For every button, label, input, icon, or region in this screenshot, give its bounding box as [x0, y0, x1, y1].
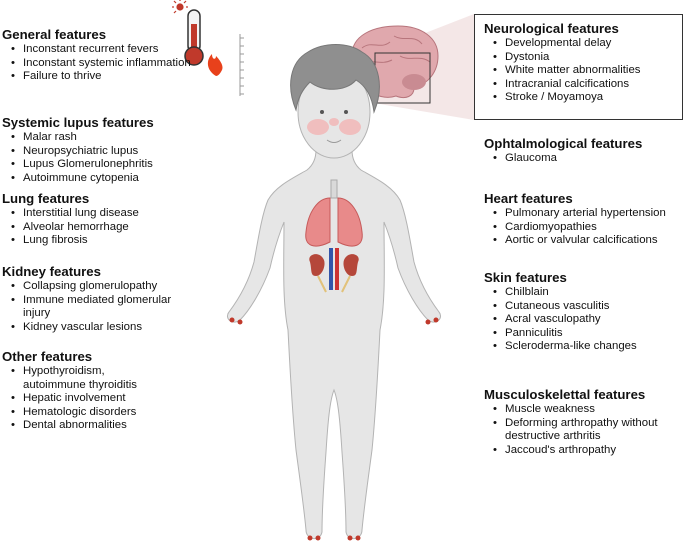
list-item: Deforming arthropathy without destructiv… [493, 417, 680, 444]
lung-features: Lung features Interstitial lung disease … [2, 191, 139, 248]
list-item: Lupus Glomerulonephritis [11, 158, 154, 172]
list-item: Lung fibrosis [11, 234, 139, 248]
section-title: Lung features [2, 191, 90, 206]
lungs-icon [305, 179, 363, 247]
list-item: White matter abnormalities [493, 64, 640, 78]
list-item: Hematologic disorders [11, 406, 153, 420]
section-title: Ophtalmological features [484, 136, 643, 151]
list-item: Interstitial lung disease [11, 207, 139, 221]
list-item: Muscle weakness [493, 403, 680, 417]
chilblain-marks [229, 317, 439, 541]
sle-features: Systemic lupus features Malar rash Neuro… [2, 115, 154, 185]
list-item: Inconstant recurrent fevers [11, 43, 191, 57]
list-item: Alveolar hemorrhage [11, 221, 139, 235]
list-item: Jaccoud's arthropathy [493, 444, 680, 458]
skin-features: Skin features Chilblain Cutaneous vascul… [484, 270, 637, 354]
list-item: Developmental delay [493, 37, 640, 51]
list-item: Scleroderma-like changes [493, 340, 637, 354]
list-item: Dental abnormalities [11, 419, 153, 433]
malar-rash [307, 118, 361, 135]
list-item: Stroke / Moyamoya [493, 91, 640, 105]
section-title: Other features [2, 349, 93, 364]
list-item: Cardiomyopathies [493, 221, 666, 235]
child-body [226, 65, 442, 539]
list-item: Hypothyroidism, autoimmune thyroiditis [11, 365, 153, 392]
section-title: General features [2, 27, 107, 42]
hair [290, 44, 380, 114]
heart-features: Heart features Pulmonary arterial hypert… [484, 191, 666, 248]
section-title: Systemic lupus features [2, 115, 154, 130]
other-features: Other features Hypothyroidism, autoimmun… [2, 349, 153, 433]
flame-icon [207, 54, 223, 76]
list-item: Dystonia [493, 51, 640, 65]
list-item: Aortic or valvular calcifications [493, 234, 666, 248]
list-item: Acral vasculopathy [493, 313, 637, 327]
list-item: Cutaneous vasculitis [493, 300, 637, 314]
sun-icon [172, 0, 188, 14]
section-title: Musculoskelettal features [484, 387, 646, 402]
list-item: Intracranial calcifications [493, 78, 640, 92]
list-item: Panniculitis [493, 327, 637, 341]
list-item: Inconstant systemic inflammation [11, 57, 191, 71]
section-title: Skin features [484, 270, 567, 285]
ophtalmological-features: Ophtalmological features Glaucoma [484, 136, 642, 166]
ruler-icon [239, 34, 244, 96]
list-item: Failure to thrive [11, 70, 191, 84]
list-item: Hepatic involvement [11, 392, 153, 406]
section-title: Neurological features [484, 21, 619, 36]
kidneys-icon [309, 248, 359, 293]
musculoskeletal-features: Musculoskelettal features Muscle weaknes… [484, 387, 680, 457]
list-item: Glaucoma [493, 152, 642, 166]
list-item: Neuropsychiatric lupus [11, 145, 154, 159]
list-item: Immune mediated glomerular injury [11, 294, 193, 321]
list-item: Collapsing glomerulopathy [11, 280, 193, 294]
neurological-features: Neurological features Developmental dela… [484, 21, 640, 105]
kidney-features: Kidney features Collapsing glomerulopath… [2, 264, 193, 334]
list-item: Pulmonary arterial hypertension [493, 207, 666, 221]
general-features: General features Inconstant recurrent fe… [2, 27, 191, 84]
list-item: Chilblain [493, 286, 637, 300]
list-item: Malar rash [11, 131, 154, 145]
list-item: Autoimmune cytopenia [11, 172, 154, 186]
section-title: Kidney features [2, 264, 101, 279]
section-title: Heart features [484, 191, 573, 206]
list-item: Kidney vascular lesions [11, 321, 193, 335]
